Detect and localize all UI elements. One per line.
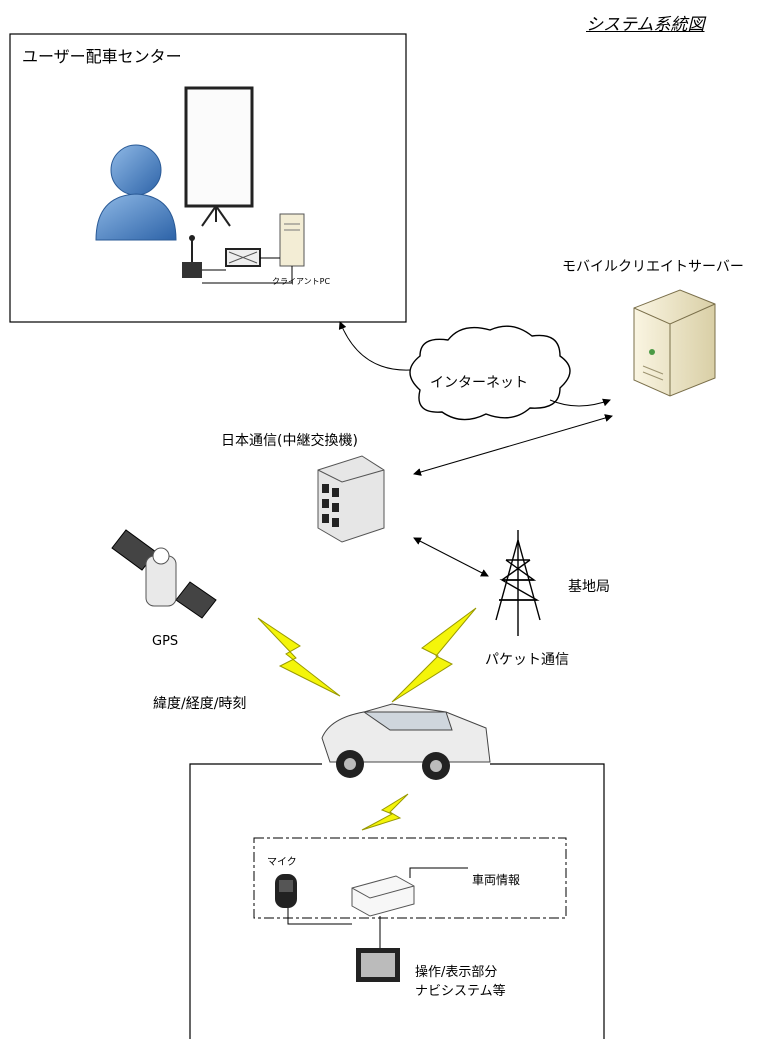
- operation-display-label: 操作/表示部分: [415, 965, 498, 980]
- gps-signal-label: 緯度/経度/時刻: [153, 696, 247, 712]
- internet-to-center-line: [338, 321, 411, 371]
- mic-label: マイク: [267, 857, 297, 868]
- handheld-microphone-icon: [275, 874, 297, 908]
- vehicle-car-icon: [321, 703, 491, 780]
- vehicle-info-label: 車両情報: [472, 873, 521, 887]
- internet-label: インターネット: [430, 375, 528, 391]
- vehicle-wireless-lightning-icon: [361, 793, 409, 831]
- exchange-label: 日本通信(中継交換機): [221, 433, 358, 449]
- gps-signal-lightning-icon: [257, 617, 341, 697]
- internet-to-server-line: [549, 398, 611, 407]
- base-station-tower-icon: [495, 530, 541, 636]
- onboard-terminal-icon: [351, 875, 415, 917]
- exchange-base-arrow: [413, 537, 489, 577]
- desk-microphone-icon: [182, 235, 202, 278]
- base-station-label: 基地局: [568, 579, 610, 595]
- exchange-building-icon: [317, 455, 385, 543]
- projector-screen-icon: [184, 86, 254, 227]
- vehicle-outline: [189, 763, 605, 1039]
- diagram-title: システム系統図: [586, 15, 705, 35]
- server-icon: [633, 289, 716, 397]
- packet-signal-lightning-icon: [391, 607, 477, 703]
- dispatch-center-label: ユーザー配車センター: [22, 47, 182, 66]
- server-label: モバイルクリエイトサーバー: [562, 259, 744, 275]
- onboard-wiring-line: [287, 867, 468, 948]
- exchange-server-arrow: [413, 414, 613, 476]
- gps-satellite-icon: [111, 529, 217, 619]
- navigation-display-icon: [356, 948, 400, 982]
- gps-label: GPS: [152, 634, 179, 649]
- packet-communication-label: パケット通信: [485, 652, 569, 668]
- operator-person-icon: [95, 144, 177, 241]
- center-wiring-line: [202, 257, 293, 284]
- client-pc-icon: [279, 213, 305, 267]
- navigation-system-label: ナビシステム等: [415, 984, 506, 999]
- client-pc-label: クライアントPC: [272, 277, 331, 286]
- dispatch-center-box: [9, 33, 407, 323]
- onboard-equipment-box: [253, 837, 567, 919]
